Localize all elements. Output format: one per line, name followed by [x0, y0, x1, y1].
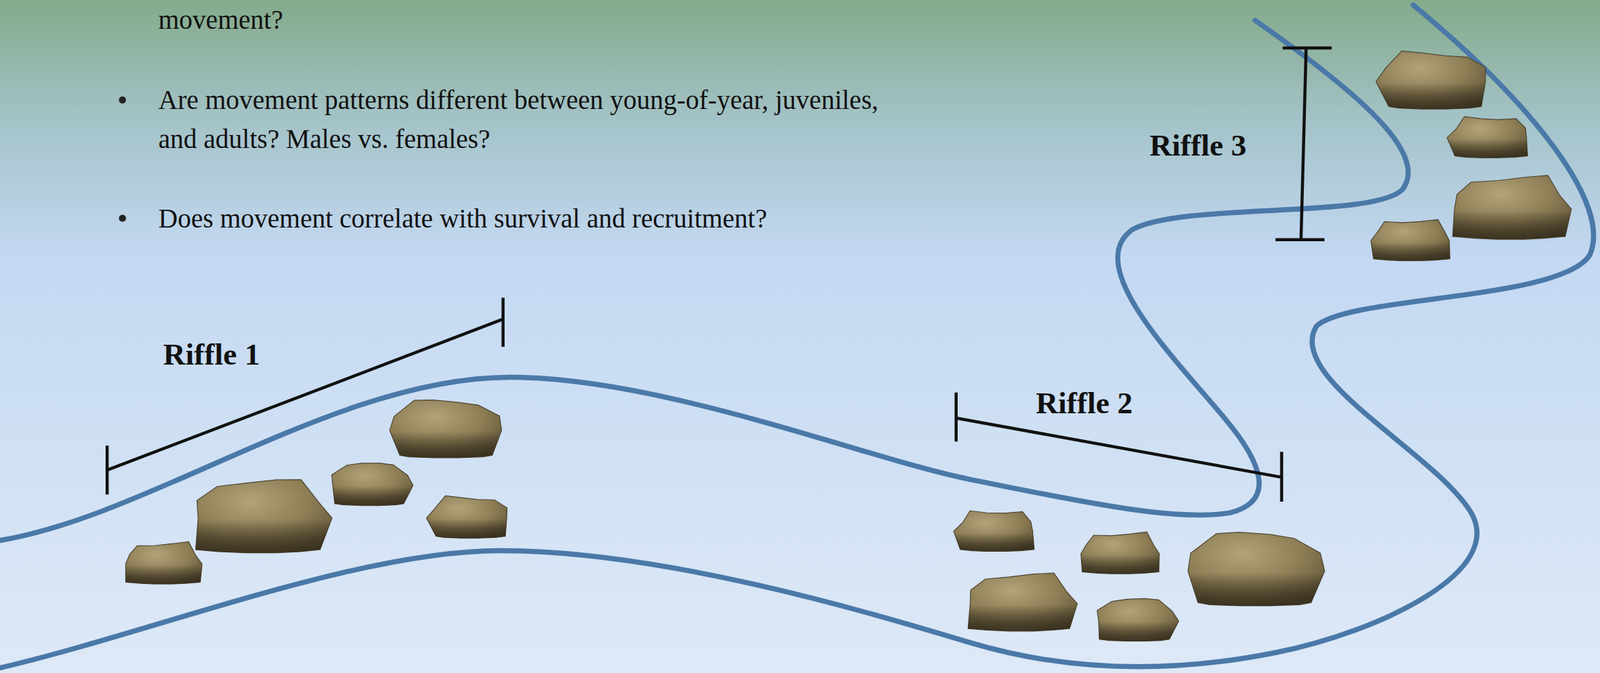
rock	[389, 400, 502, 458]
rock-shade	[953, 510, 1034, 552]
rock-shade	[1096, 598, 1179, 641]
rock	[1188, 532, 1325, 606]
question-text: Does movement correlate with survival an…	[158, 198, 768, 238]
rock	[1447, 116, 1528, 158]
rock-shade	[1447, 116, 1528, 158]
riffle-label: Riffle 3	[1149, 128, 1247, 164]
rock	[1096, 598, 1179, 641]
rock-shade	[967, 573, 1077, 632]
bullets	[118, 96, 126, 223]
rock	[1371, 219, 1450, 261]
question-text: Are movement patterns different between …	[158, 80, 886, 159]
rock-shade	[195, 479, 332, 554]
rock-shade	[125, 542, 202, 585]
rock-shade	[389, 400, 502, 458]
riffle-label: Riffle 2	[1035, 385, 1133, 422]
rock	[1452, 175, 1572, 240]
rocks	[125, 50, 1572, 641]
rock-shade	[1188, 532, 1325, 606]
rock	[426, 495, 507, 539]
rock-shade	[331, 463, 414, 506]
riffle-1-bracket	[106, 297, 504, 495]
rock-shade	[1375, 50, 1486, 109]
riffle-3-bracket	[1275, 47, 1332, 240]
rock	[1081, 531, 1160, 574]
rock-shade	[1371, 219, 1450, 261]
riffle-brackets	[106, 47, 1332, 502]
river-banks	[0, 4, 1594, 668]
rock	[195, 479, 332, 554]
question-text: movement?	[158, 0, 284, 40]
rock	[953, 510, 1034, 552]
lower-bank	[0, 4, 1594, 668]
upper-bank	[0, 20, 1409, 541]
rock	[331, 463, 414, 506]
bullet-dot	[118, 214, 126, 222]
bullet-dot	[118, 96, 126, 104]
rock-shade	[426, 495, 507, 539]
rock	[967, 573, 1077, 632]
rock-shade	[1452, 175, 1572, 240]
riffle-label: Riffle 1	[163, 337, 260, 373]
rock-shade	[1081, 531, 1160, 574]
rock	[1375, 50, 1486, 109]
rock	[125, 542, 202, 585]
